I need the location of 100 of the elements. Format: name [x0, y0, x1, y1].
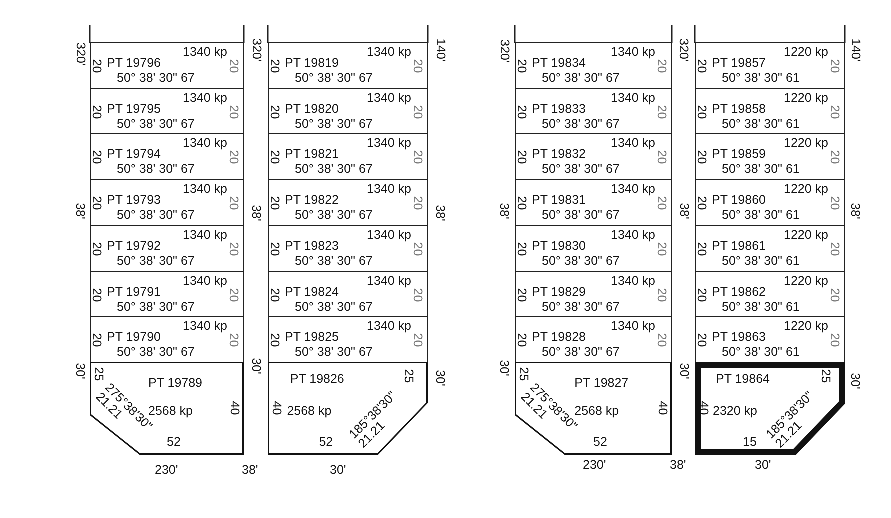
- land-lot: [515, 88, 672, 135]
- lot-number: PT 19860: [712, 194, 766, 207]
- lot-area: 1340 kp: [183, 46, 228, 58]
- land-lot: [268, 224, 428, 272]
- bearing-text: 50° 38' 30" 61: [722, 346, 800, 359]
- side-length: 20: [412, 150, 424, 165]
- road-width-label: 38': [74, 203, 86, 220]
- lot-area: 1340 kp: [611, 183, 656, 196]
- side-length: 20: [696, 59, 708, 74]
- lot-area: 1340 kp: [611, 137, 656, 150]
- road-width-label: 38': [848, 203, 862, 220]
- lot-number: PT 19833: [532, 102, 586, 116]
- bearing-text: 50° 38' 30" 61: [722, 72, 800, 84]
- lot-number: PT 19824: [285, 286, 339, 298]
- side-length: 20: [268, 196, 282, 210]
- side-length: 20: [696, 150, 708, 165]
- land-lot: [695, 362, 845, 455]
- lot-area: 1340 kp: [367, 46, 412, 58]
- side-length: 20: [412, 288, 424, 302]
- land-lot: [695, 133, 845, 181]
- land-lot: [695, 316, 845, 364]
- bearing-text: 50° 38' 30" 67: [117, 346, 195, 359]
- road-width-label: 30': [250, 358, 262, 374]
- land-lot: [90, 316, 244, 364]
- bearing-text: 50° 38' 30" 67: [542, 346, 620, 359]
- land-lot: [695, 88, 845, 135]
- road-width-label: 30': [755, 459, 772, 472]
- side-length: 20: [228, 288, 240, 302]
- bearing-text: 50° 38' 30" 61: [722, 209, 800, 222]
- lot-number: PT 19793: [107, 194, 161, 207]
- side-length: 20: [656, 196, 668, 210]
- side-length: 20: [516, 242, 528, 256]
- lot-area: 1220 kp: [784, 228, 828, 242]
- lot-area: 1340 kp: [611, 320, 656, 333]
- land-lot: [90, 88, 244, 135]
- land-lot: [515, 224, 672, 272]
- bearing-text: 50° 38' 30" 67: [117, 163, 195, 176]
- side-length: 20: [412, 242, 424, 256]
- side-length: 20: [696, 196, 708, 210]
- bearing-text: 50° 38' 30" 67: [295, 300, 373, 313]
- land-lot: [90, 270, 244, 318]
- road-width-label: 320': [250, 38, 262, 62]
- land-lot: [515, 133, 672, 181]
- lot-area: 1340 kp: [611, 46, 656, 58]
- bearing-text: 50° 38' 30" 67: [542, 209, 620, 222]
- side-length: 25: [402, 369, 416, 384]
- lot-number: PT 19822: [285, 194, 339, 207]
- side-length: 20: [90, 242, 104, 256]
- lot-area: 2568 kp: [287, 404, 332, 418]
- road-width-label: 38': [242, 464, 258, 476]
- lot-number: PT 19858: [712, 102, 766, 116]
- land-lot: [90, 224, 244, 272]
- side-length: 20: [516, 104, 528, 119]
- side-length: 25: [518, 367, 530, 382]
- side-length: 20: [696, 288, 708, 302]
- side-length: 20: [412, 196, 424, 210]
- side-length: 20: [516, 288, 528, 302]
- lot-area: 1340 kp: [183, 320, 228, 333]
- land-lot: [90, 133, 244, 181]
- lot-number: PT 19819: [285, 57, 339, 70]
- bearing-text: 50° 38' 30" 67: [117, 72, 195, 84]
- road-width-label: 230': [155, 464, 178, 476]
- lot-area: 1220 kp: [784, 137, 828, 150]
- bearing-text: 50° 38' 30" 67: [295, 209, 373, 222]
- lot-number: PT 19827: [574, 376, 629, 390]
- lot-number: PT 19825: [285, 331, 339, 344]
- bearing-text: 50° 38' 30" 67: [542, 72, 620, 84]
- side-length: 20: [268, 242, 282, 256]
- lot-area: 1220 kp: [784, 320, 828, 333]
- side-length: 25: [820, 369, 832, 384]
- side-length: 20: [268, 150, 282, 165]
- bearing-text: 50° 38' 30" 67: [117, 254, 195, 268]
- side-length: 20: [828, 288, 842, 302]
- lot-area: 1340 kp: [611, 228, 656, 242]
- road-width-label: 30': [677, 363, 690, 380]
- bearing-text: 50° 38' 30" 61: [722, 300, 800, 313]
- lot-number: PT 19794: [107, 148, 161, 161]
- side-length: 20: [228, 196, 240, 210]
- land-lot: [268, 270, 428, 318]
- side-length: 20: [696, 104, 708, 119]
- side-length: 20: [656, 288, 668, 302]
- side-length: 20: [828, 333, 842, 348]
- lot-area: 1340 kp: [183, 183, 228, 196]
- bearing-text: 50° 38' 30" 67: [117, 300, 195, 313]
- side-length: 20: [516, 150, 528, 165]
- side-length: 20: [90, 59, 104, 74]
- bearing-text: 50° 38' 30" 67: [295, 163, 373, 176]
- bearing-text: 50° 38' 30" 67: [295, 346, 373, 359]
- lot-area: 1340 kp: [183, 274, 228, 287]
- land-lot: [90, 362, 244, 455]
- bearing-text: 50° 38' 30" 61: [722, 118, 800, 130]
- lot-area: 1340 kp: [367, 137, 412, 150]
- side-length: 40: [228, 401, 242, 416]
- side-length: 20: [828, 242, 842, 256]
- lot-number: PT 19829: [532, 286, 586, 298]
- road-width-label: 30': [848, 373, 862, 390]
- side-length: 40: [270, 401, 284, 416]
- side-length: 20: [828, 150, 842, 165]
- bearing-text: 50° 38' 30" 67: [117, 209, 195, 222]
- side-length: 20: [516, 196, 528, 210]
